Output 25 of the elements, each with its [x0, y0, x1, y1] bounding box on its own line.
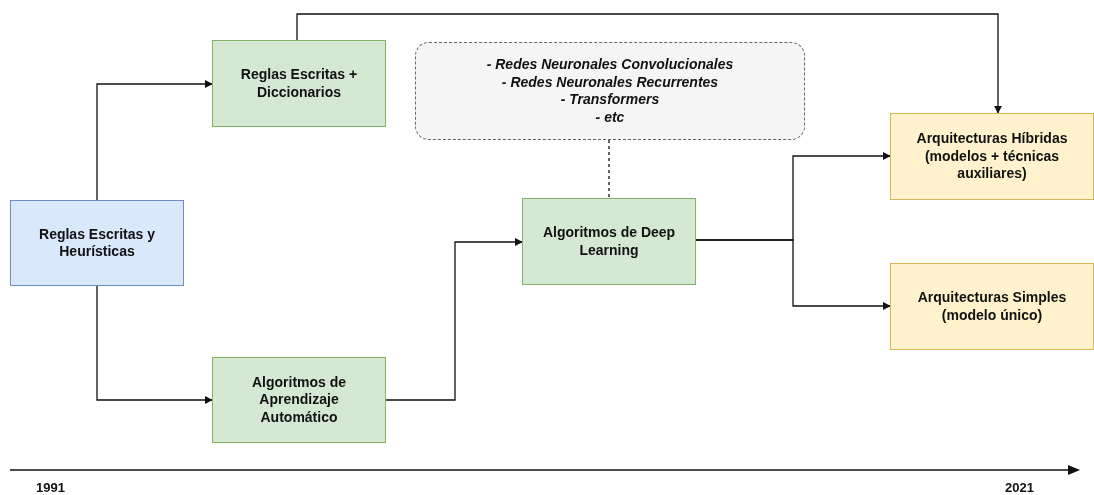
node-label: Reglas Escritas + Diccionarios: [239, 66, 359, 101]
list-item: - Redes Neuronales Convolucionales: [486, 56, 734, 74]
node-label: Arquitecturas Simples (modelo único): [916, 289, 1068, 324]
list-item: - Transformers: [560, 91, 660, 109]
year-label: 2021: [1005, 480, 1034, 495]
process-box: [212, 40, 386, 127]
node-label: Arquitecturas Híbridas (modelos + técnicas auxiliares): [915, 130, 1069, 183]
arrow: [96, 80, 213, 201]
process-box: [522, 198, 696, 285]
year-label: 1991: [36, 480, 65, 495]
process-box: [890, 263, 1094, 350]
arrow: [96, 285, 213, 404]
node-label: Reglas Escritas y Heurísticas: [38, 225, 156, 261]
process-box: [10, 200, 184, 286]
arrow: [296, 13, 1002, 114]
list-item: - etc: [595, 108, 625, 126]
list-item: - Redes Neuronales Recurrentes: [501, 73, 719, 91]
arrow: [385, 238, 523, 401]
node-label: Algoritmos de Aprendizaje Automático: [250, 373, 348, 427]
arrow: [695, 239, 891, 310]
note-box: [415, 42, 805, 140]
process-box: [890, 113, 1094, 200]
node-label: Algoritmos de Deep Learning: [541, 224, 677, 259]
process-box: [212, 357, 386, 443]
dashed-connector: [608, 139, 610, 199]
